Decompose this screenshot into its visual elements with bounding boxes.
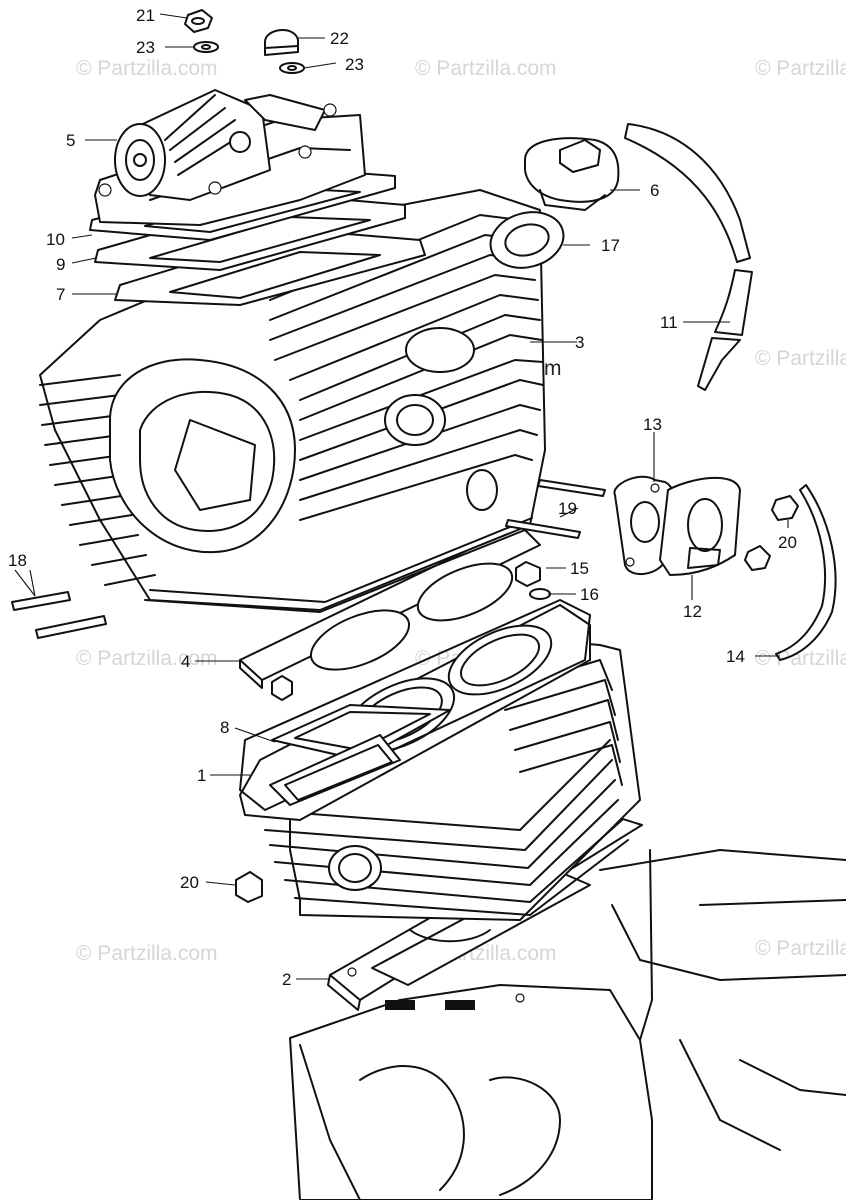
studs-and-pins <box>11 479 606 639</box>
callout-16: 16 <box>580 585 599 604</box>
callout-14: 14 <box>726 647 745 666</box>
lower-fasteners <box>235 675 293 903</box>
callout-19: 19 <box>558 499 577 518</box>
callout-9: 9 <box>56 255 65 274</box>
callout-17: 17 <box>601 236 620 255</box>
callout-12: 12 <box>683 602 702 621</box>
crankcase-drawing <box>289 849 846 1200</box>
callout-7: 7 <box>56 285 65 304</box>
callout-22: 22 <box>330 29 349 48</box>
callout-21: 21 <box>136 6 155 25</box>
breather-hose-drawing <box>624 123 753 391</box>
callout-20: 20 <box>180 873 199 892</box>
watermark: © Partzilla.com <box>76 942 218 965</box>
leader-lines <box>14 13 789 980</box>
callout-23: 23 <box>345 55 364 74</box>
callout-1: 1 <box>197 766 206 785</box>
cam-housing-drawing <box>94 89 366 226</box>
callout-2: 2 <box>282 970 291 989</box>
callout-11: 11 <box>660 313 678 332</box>
top-fasteners <box>184 9 305 74</box>
callout-labels: 21 23 22 23 5 6 17 10 9 7 11 3 13 19 20 … <box>8 6 797 989</box>
watermark: © Partzilla.com <box>755 347 846 370</box>
callout-4: 4 <box>181 652 190 671</box>
watermark: © Partzilla.com <box>415 57 557 80</box>
watermark: © Partzilla.com <box>76 647 218 670</box>
watermark: © Partzilla.com <box>755 57 846 80</box>
watermark: © Partzilla.com <box>76 57 218 80</box>
callout-3: 3 <box>575 333 584 352</box>
callout-5: 5 <box>66 131 75 150</box>
callout-8: 8 <box>220 718 229 737</box>
intake-insulator-drawing <box>613 475 837 661</box>
callout-6: 6 <box>650 181 659 200</box>
callout-13: 13 <box>643 415 662 434</box>
watermark: © Partzilla.com <box>755 937 846 960</box>
callout-20: 20 <box>778 533 797 552</box>
callout-10: 10 <box>46 230 65 249</box>
callout-23: 23 <box>136 38 155 57</box>
oil-cap-drawing <box>489 137 620 269</box>
callout-18: 18 <box>8 551 27 570</box>
callout-15: 15 <box>570 559 589 578</box>
